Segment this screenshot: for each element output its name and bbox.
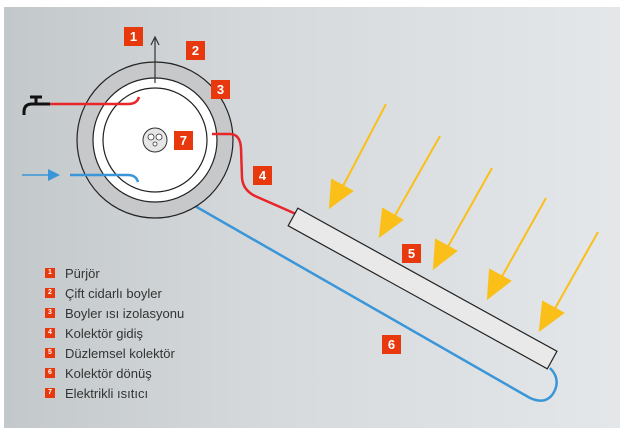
legend-marker: 6: [45, 368, 55, 378]
legend-label: Elektrikli ısıtıcı: [65, 385, 149, 401]
badge-7: 7: [174, 131, 193, 150]
electric-heater-icon: [142, 127, 168, 153]
legend-marker: 4: [45, 328, 55, 338]
badge-3: 3: [211, 80, 230, 99]
legend-item: 3 Boyler ısı izolasyonu: [45, 303, 184, 323]
legend-marker: 7: [45, 388, 55, 398]
legend-label: Boyler ısı izolasyonu: [65, 305, 185, 321]
legend-marker: 1: [45, 268, 55, 278]
legend-item: 5 Düzlemsel kolektör: [45, 343, 184, 363]
sun-ray-arrow: [432, 167, 493, 271]
collector-return-pipe: [173, 192, 558, 402]
hot-water-outlet-pipe: [50, 96, 141, 106]
legend-label: Düzlemsel kolektör: [65, 345, 175, 361]
legend-item: 4 Kolektör gidiş: [45, 323, 184, 343]
legend: 1 Pürjör 2 Çift cidarlı boyler 3 Boyler ısı…: [45, 263, 184, 403]
legend-item: 2 Çift cidarlı boyler: [45, 283, 184, 303]
badge-1: 1: [124, 27, 143, 46]
legend-item: 1 Pürjör: [45, 263, 184, 283]
legend-marker: 3: [45, 308, 55, 318]
cold-water-inlet-pipe: [70, 173, 140, 183]
legend-label: Kolektör dönüş: [65, 365, 152, 381]
sun-ray-arrow: [538, 231, 599, 333]
badge-2: 2: [186, 41, 205, 60]
legend-item: 7 Elektrikli ısıtıcı: [45, 383, 184, 403]
legend-label: Çift cidarlı boyler: [65, 285, 162, 301]
badge-4: 4: [253, 166, 272, 185]
flat-plate-collector: [287, 207, 558, 370]
badge-6: 6: [382, 335, 401, 354]
sun-rays: [328, 103, 599, 333]
badge-5: 5: [402, 244, 421, 263]
legend-label: Pürjör: [65, 265, 100, 281]
legend-item: 6 Kolektör dönüş: [45, 363, 184, 383]
sun-ray-arrow: [328, 103, 387, 210]
collector-flow-pipe: [212, 132, 297, 216]
legend-marker: 2: [45, 288, 55, 298]
legend-marker: 5: [45, 348, 55, 358]
vent-arrow-icon: [150, 35, 160, 83]
cold-water-inlet-arrow-icon: [22, 169, 60, 181]
sun-ray-arrow: [378, 135, 441, 239]
tap-icon: [22, 95, 50, 115]
legend-label: Kolektör gidiş: [65, 325, 144, 341]
sun-ray-arrow: [486, 197, 547, 301]
